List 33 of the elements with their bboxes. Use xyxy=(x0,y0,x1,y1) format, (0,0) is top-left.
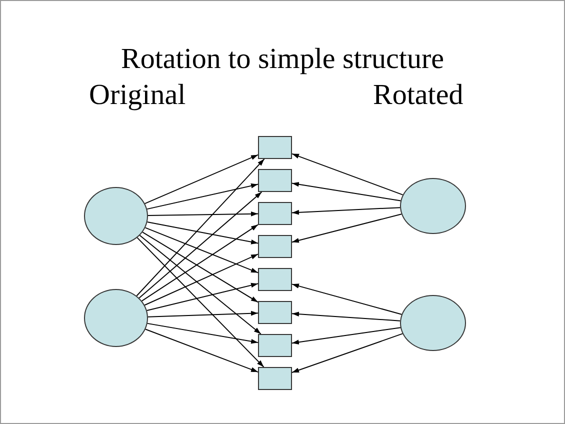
arrow xyxy=(136,158,265,296)
column-heading: Original xyxy=(89,79,186,112)
arrow xyxy=(292,312,401,322)
variable-box xyxy=(258,367,292,390)
arrow xyxy=(136,237,264,368)
arrow xyxy=(144,227,258,274)
arrow xyxy=(147,310,258,318)
arrow xyxy=(292,153,404,196)
arrow xyxy=(146,222,258,244)
arrow xyxy=(144,154,258,204)
variable-box xyxy=(258,136,292,159)
arrow xyxy=(292,207,401,215)
variable-box xyxy=(258,268,292,291)
arrow xyxy=(292,284,402,315)
variable-box xyxy=(258,202,292,225)
arrow xyxy=(292,182,402,202)
arrow xyxy=(144,254,258,306)
column-heading: Rotated xyxy=(373,79,464,112)
arrow xyxy=(146,322,258,344)
variable-box xyxy=(258,169,292,192)
title: Rotation to simple structure xyxy=(120,43,445,76)
variable-box xyxy=(258,235,292,258)
arrow xyxy=(292,327,401,345)
variable-box xyxy=(258,301,292,324)
arrow xyxy=(145,328,258,373)
arrow xyxy=(146,183,258,210)
arrow xyxy=(139,234,262,334)
arrow xyxy=(292,333,403,374)
arrow xyxy=(148,211,258,216)
variable-box xyxy=(258,334,292,357)
arrow xyxy=(146,282,258,312)
arrow xyxy=(138,192,262,298)
arrow xyxy=(292,214,402,243)
